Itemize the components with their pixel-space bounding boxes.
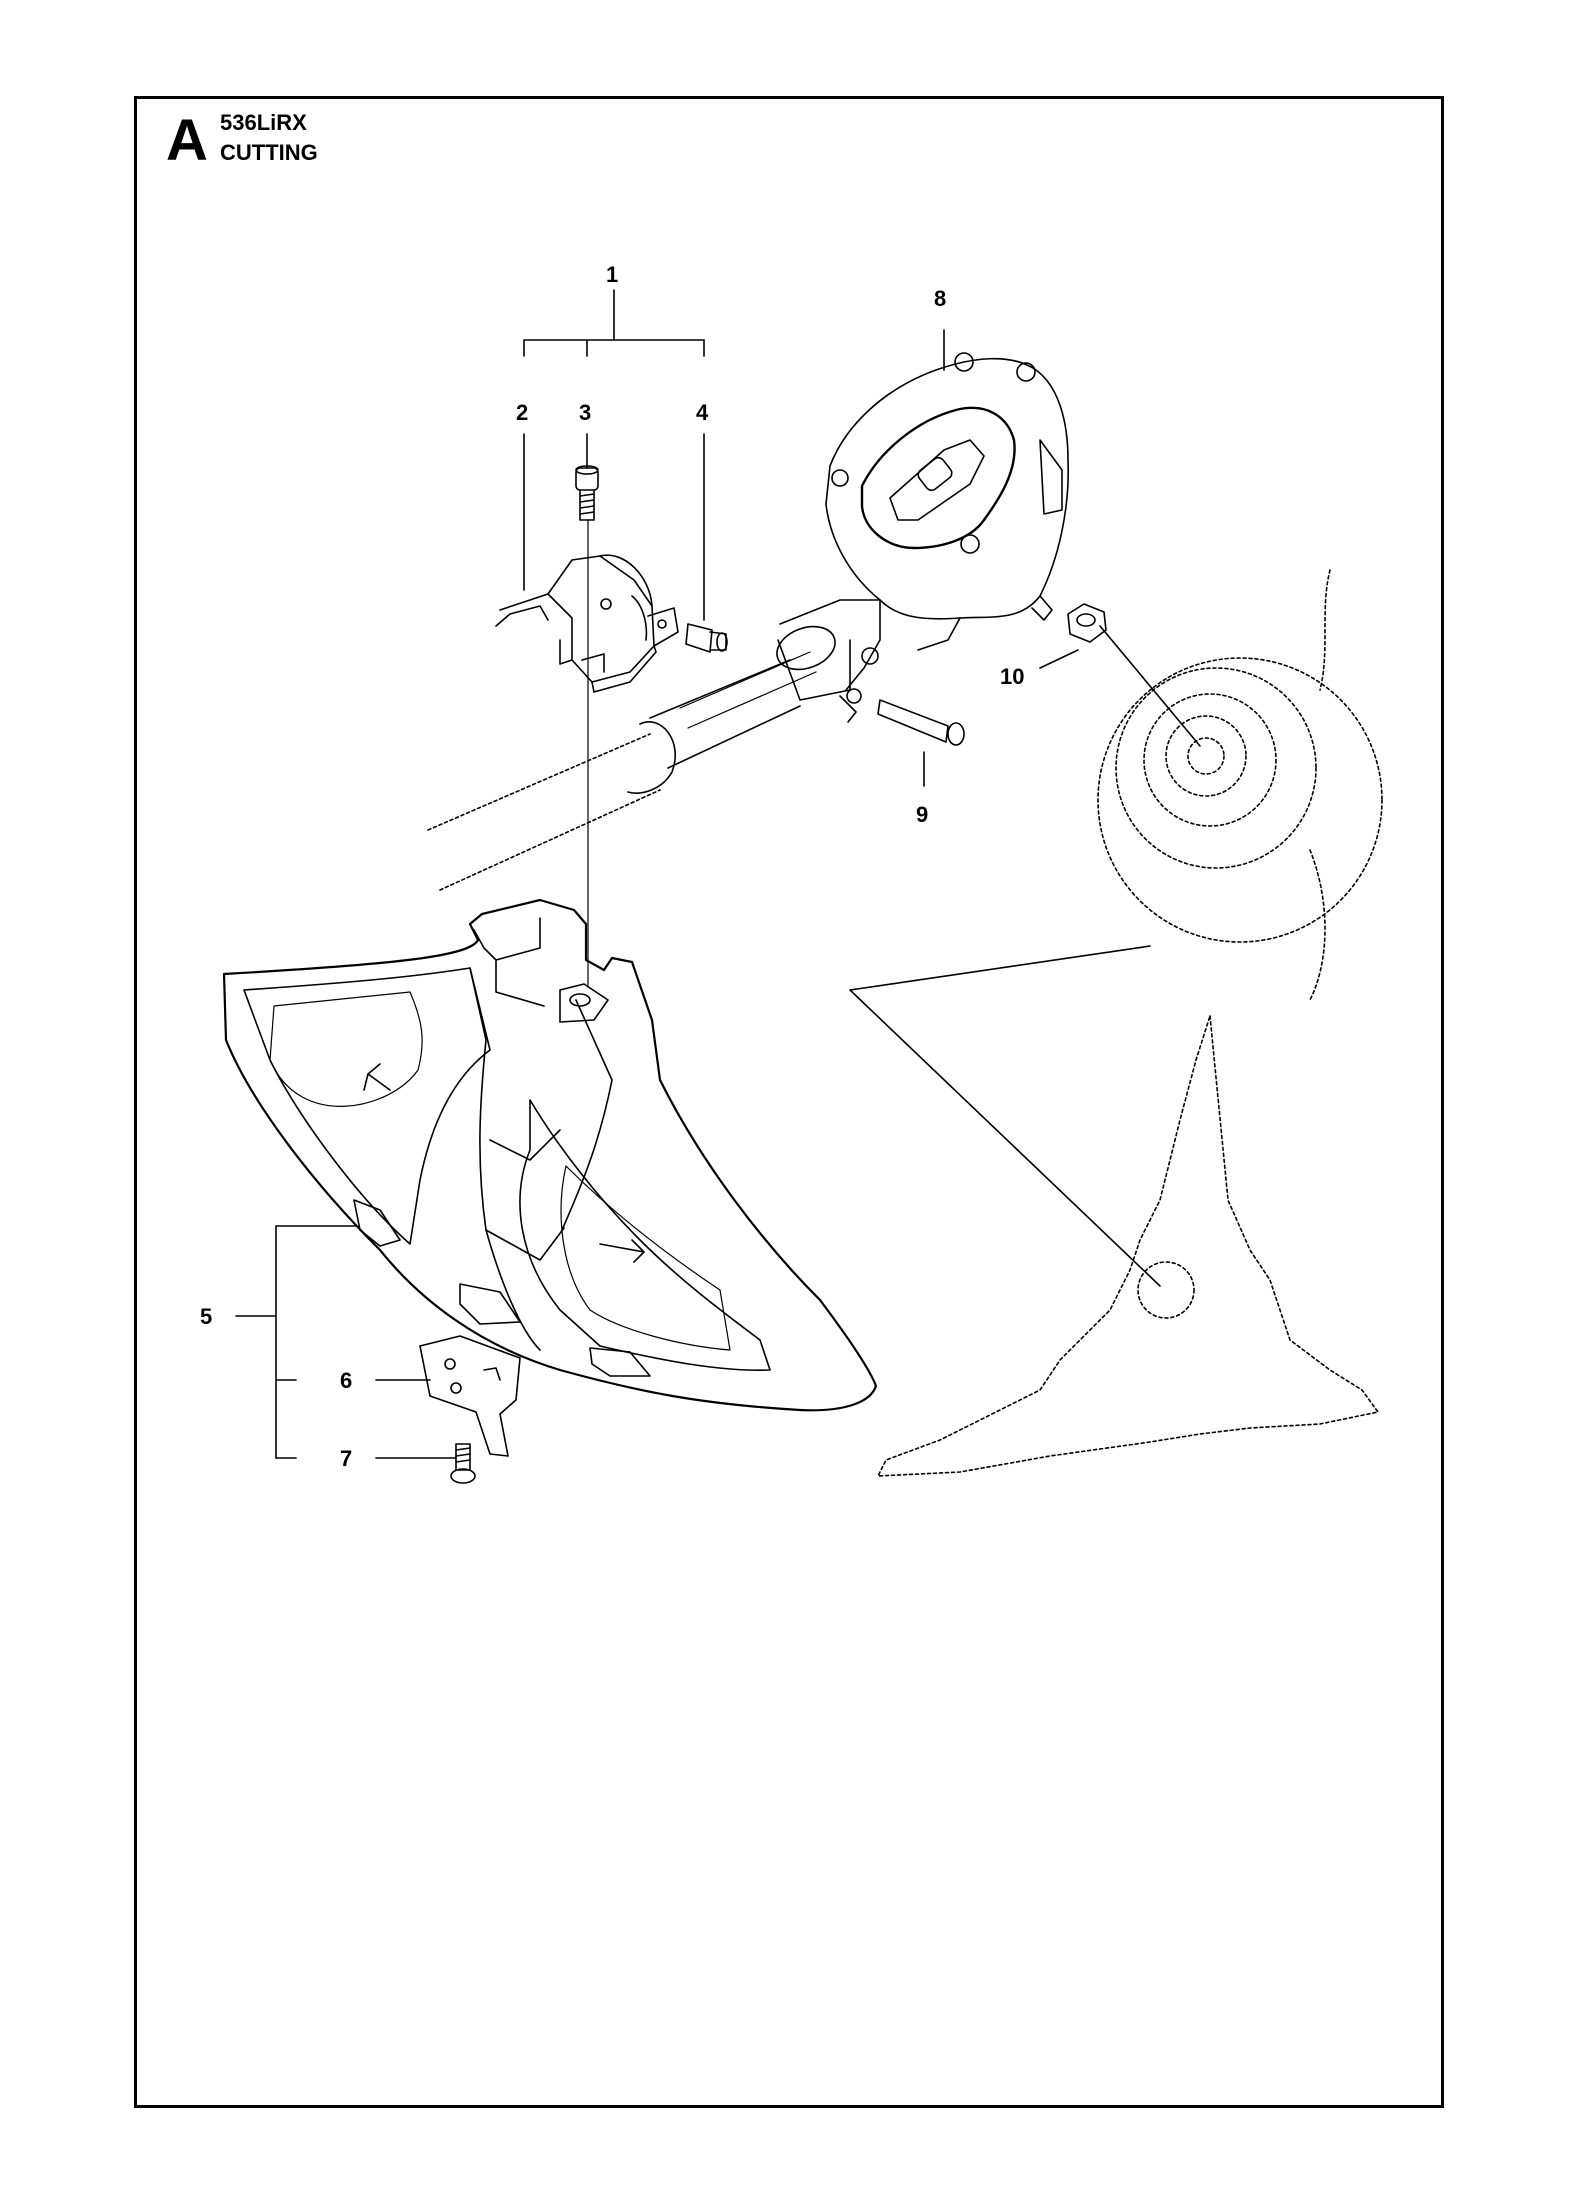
shaft bbox=[427, 651, 817, 891]
callout-8: 8 bbox=[934, 286, 946, 311]
callout-6: 6 bbox=[340, 1368, 352, 1393]
model-name: 536LiRX bbox=[220, 110, 307, 135]
callout-7: 7 bbox=[340, 1446, 352, 1471]
callout-9: 9 bbox=[916, 802, 928, 827]
section-letter: A bbox=[166, 108, 208, 173]
screw-4 bbox=[685, 623, 728, 653]
leader-10 bbox=[1039, 649, 1079, 669]
guard-plate-6 bbox=[419, 1335, 521, 1457]
callout-5: 5 bbox=[200, 1304, 212, 1329]
gear-head bbox=[776, 352, 1070, 723]
section-name: CUTTING bbox=[220, 140, 318, 165]
blade-reference-line bbox=[849, 945, 1161, 1287]
nut-10 bbox=[1067, 603, 1107, 643]
blade-guard bbox=[222, 898, 878, 1412]
leader-group-5 bbox=[235, 1225, 457, 1459]
callout-4: 4 bbox=[696, 400, 709, 425]
callout-3: 3 bbox=[579, 400, 591, 425]
screw-9 bbox=[877, 699, 965, 746]
callout-2: 2 bbox=[516, 400, 528, 425]
shaft-clamp bbox=[495, 554, 679, 693]
page-frame bbox=[134, 96, 1444, 2108]
three-tooth-blade bbox=[877, 1015, 1379, 1477]
callout-1: 1 bbox=[606, 262, 618, 287]
nut-to-head-line bbox=[1099, 625, 1201, 747]
leader-group-1 bbox=[523, 289, 705, 621]
trimmer-head bbox=[1097, 569, 1383, 1001]
screw-7 bbox=[450, 1443, 476, 1484]
callout-10: 10 bbox=[1000, 664, 1024, 689]
screw-3 bbox=[575, 465, 599, 521]
